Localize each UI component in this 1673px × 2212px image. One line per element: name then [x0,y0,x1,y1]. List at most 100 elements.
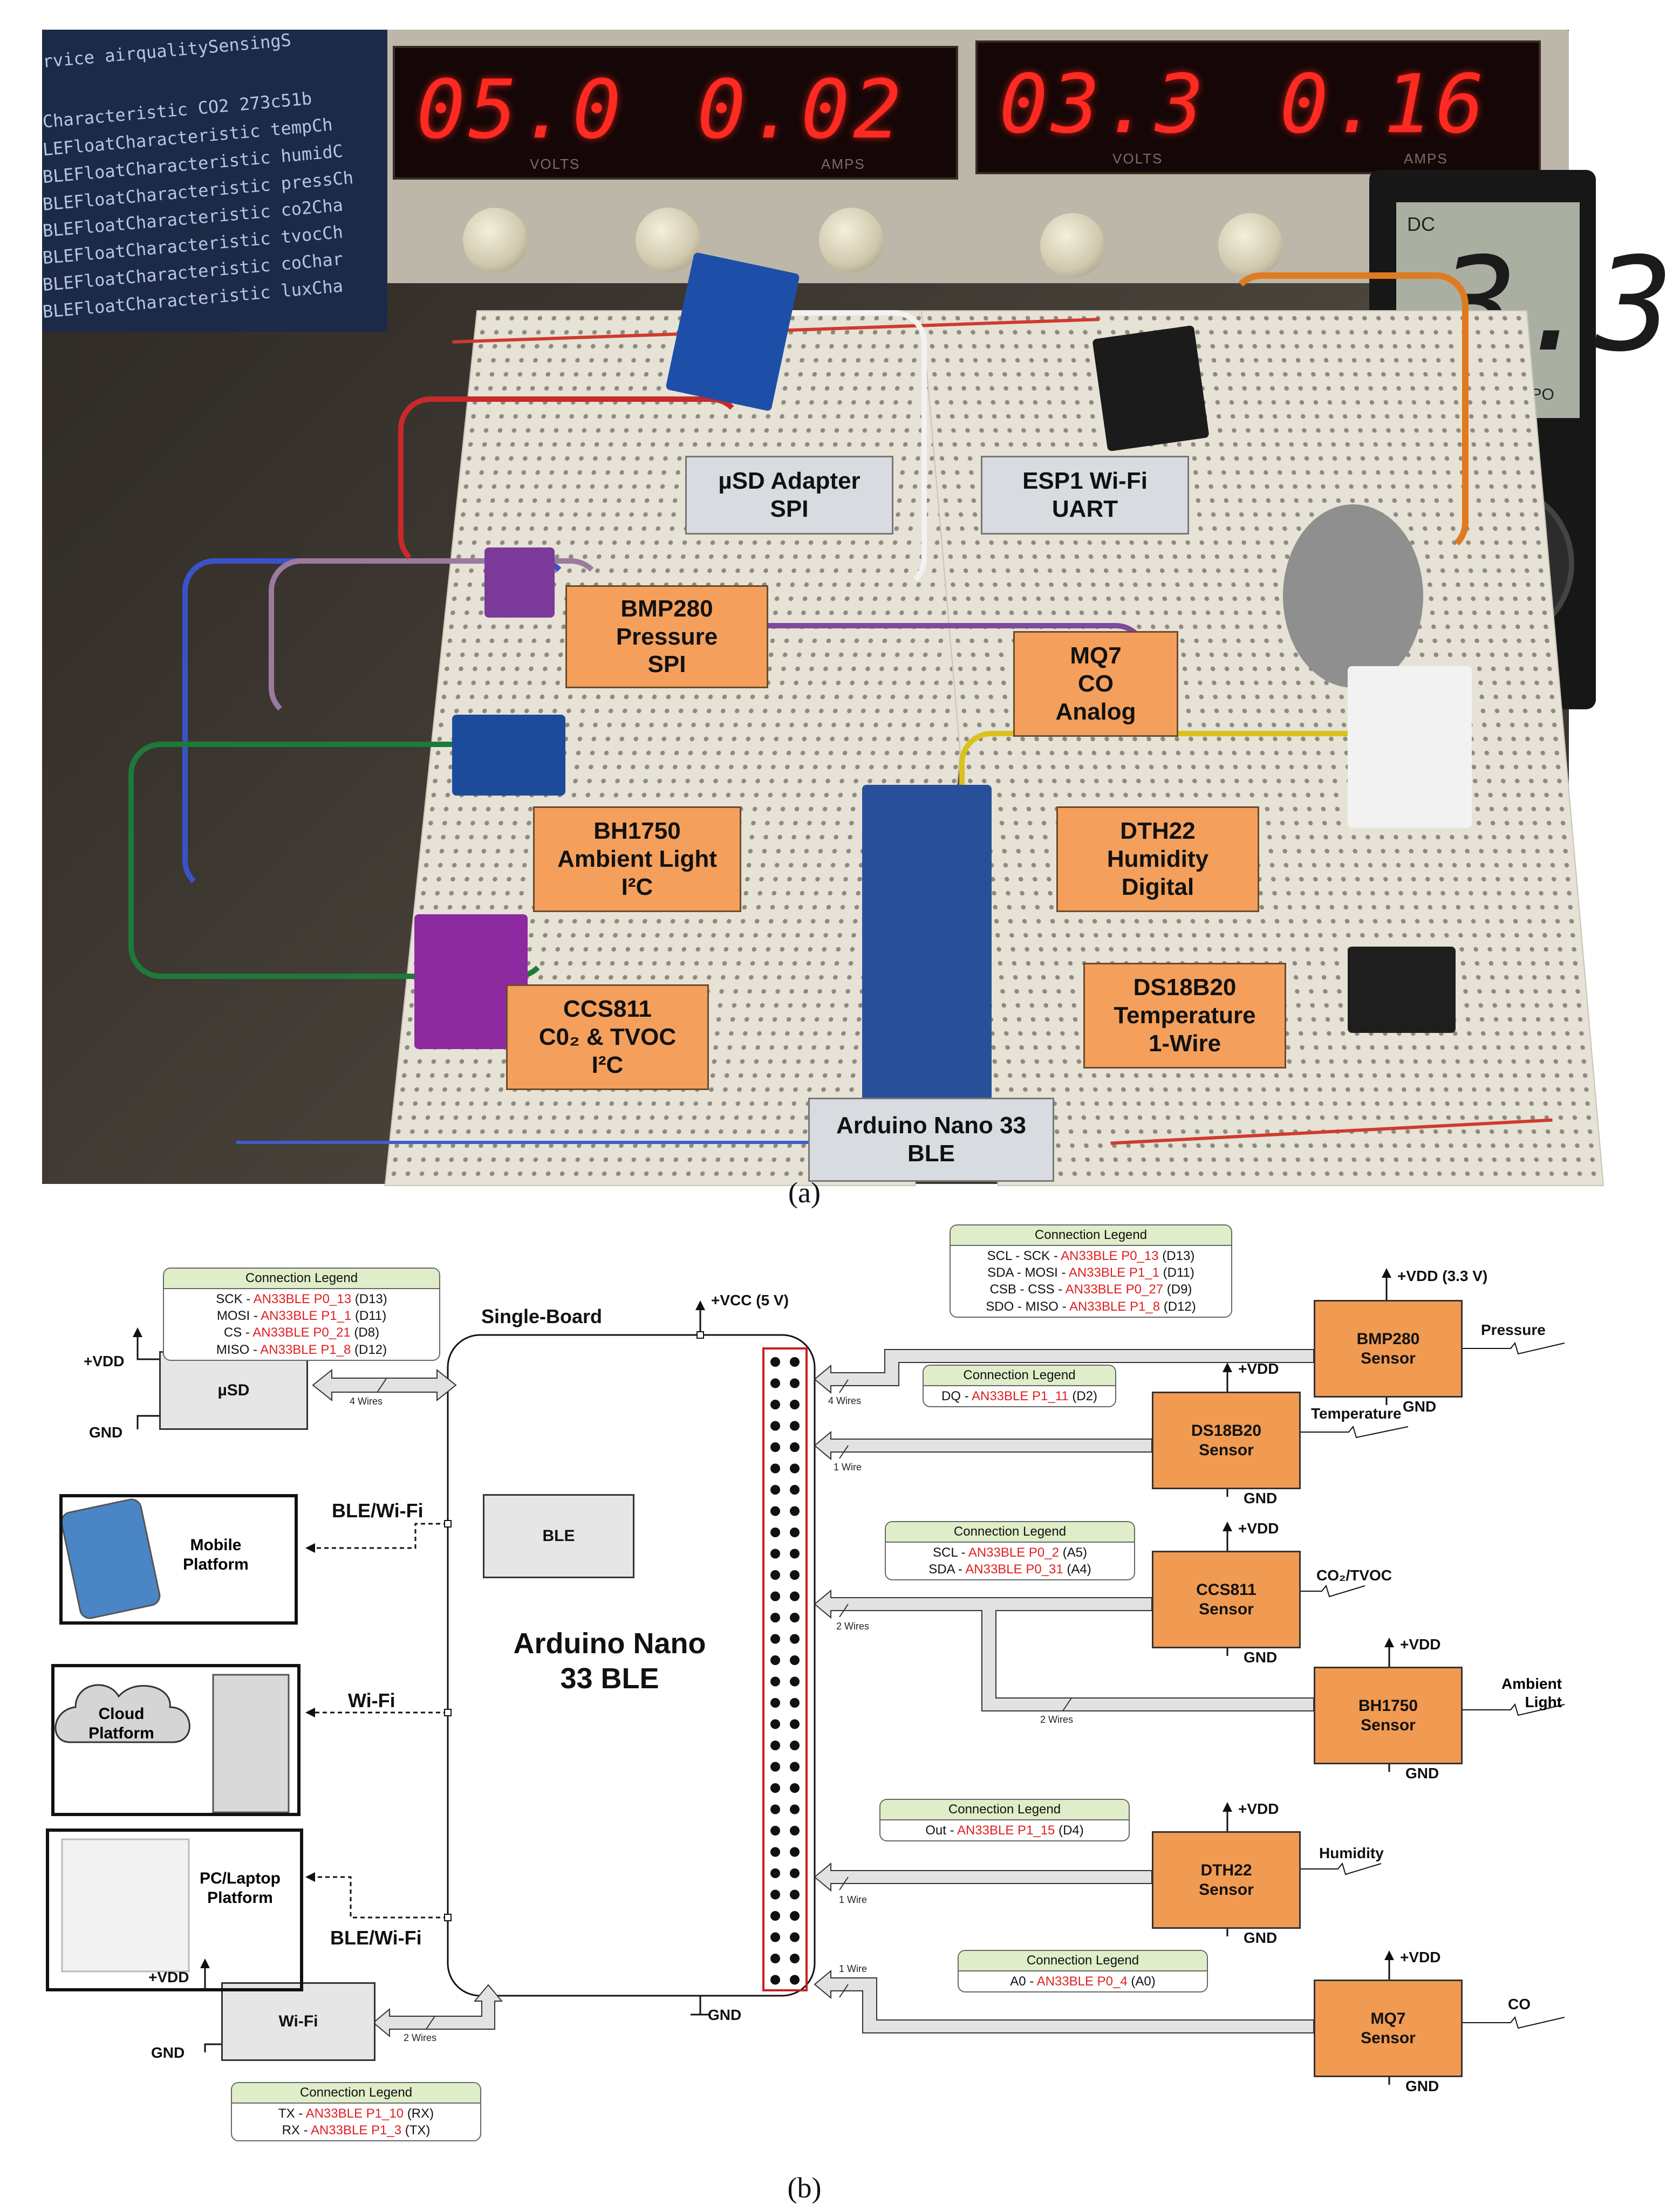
pc-platform[interactable] [46,1829,303,1991]
wire-label: 1 Wire [839,1894,868,1905]
header-pin [790,1932,800,1942]
legend-title: Connection Legend [951,1225,1231,1246]
code-line: rvice airqualitySensingS [42,29,292,72]
dht22-sensor-box: DTH22 Sensor [1152,1831,1301,1929]
dht22-measure: Humidity [1319,1845,1384,1861]
header-pin [790,1357,800,1367]
header-pin [770,1357,780,1367]
bmp280-sensor-box: BMP280 Sensor [1314,1300,1463,1398]
psu-knob [819,208,884,272]
header-pin [790,1847,800,1857]
header-pin [770,1676,780,1687]
legend-i2c: Connection Legend SCL - AN33BLE P0_2 (A5… [885,1521,1135,1581]
mobile-platform[interactable] [59,1494,298,1625]
header-pin [770,1613,780,1622]
legend-body: SCL - AN33BLE P0_2 (A5)SDA - AN33BLE P0_… [886,1543,1134,1579]
wire-label: 1 Wire [834,1462,862,1473]
header-pin [770,1421,780,1431]
wire-label: 2 Wires [1040,1714,1074,1725]
dht22-gnd: GND [1244,1929,1278,1946]
header-pin [770,1400,780,1409]
legend-ds18b20: Connection Legend DQ - AN33BLE P1_11 (D2… [923,1365,1116,1408]
header-pin [770,1698,780,1708]
header-pin [790,1442,800,1452]
ds18b20-module [1348,947,1456,1033]
psu-knob [636,208,700,272]
usd-module-box: µSD [159,1351,308,1430]
bh1750-module [452,715,565,796]
legend-bmp280: Connection Legend SCL - SCK - AN33BLE P0… [950,1224,1232,1318]
legend-row: SCL - AN33BLE P0_2 (A5) [933,1545,1087,1560]
header-pin [790,1421,800,1431]
psu-volts-readout-1: 05.0 [416,63,625,157]
block-diagram: Single-Board +VCC (5 V) GND Arduino Nano… [0,1214,1609,2158]
mq7-gnd: GND [1405,2078,1439,2094]
header-pin [790,1463,800,1474]
cloud-platform[interactable] [51,1664,301,1816]
legend-title: Connection Legend [924,1366,1115,1386]
label-esp1-wifi: ESP1 Wi-Fi UART [981,456,1189,535]
psu-display-1: 05.0 VOLTS 0.02 AMPS [393,46,958,180]
legend-title: Connection Legend [886,1522,1134,1543]
header-pin [770,1783,780,1793]
header-pin [770,1549,780,1559]
header-pin [770,1954,780,1963]
header-pin [790,1783,800,1793]
link-label-ble-wifi-top: BLE/Wi-Fi [332,1499,424,1522]
link-label-wifi: Wi-Fi [348,1689,395,1711]
header-pin [790,1698,800,1708]
link-mobile [305,1523,448,1553]
header-pin [790,1549,800,1559]
hardware-photo: 05.0 VOLTS 0.02 AMPS 03.3 VOLTS 0.16 AMP… [42,29,1673,1186]
header-pin [770,1719,780,1729]
header-pin [790,1741,800,1750]
psu-display-2: 03.3 VOLTS 0.16 AMPS [975,40,1541,174]
legend-row: MISO - AN33BLE P1_8 (D12) [216,1342,387,1357]
diagram-lines [54,1268,1565,2085]
board-title: Arduino Nano 33 BLE [513,1627,706,1695]
header-pin-dots [770,1357,800,1985]
header-pin [790,1528,800,1537]
phone-illustration [60,1498,161,1619]
label-bh1750: BH1750 Ambient Light I²C [533,806,741,912]
psu-knob [463,208,528,272]
ccs811-vdd: +VDD [1238,1520,1279,1537]
header-pin [770,1485,780,1495]
ds-bus [814,1430,1152,1461]
pc-platform-label: PC/Laptop Platform [200,1869,281,1907]
usd-bus [312,1368,457,1402]
legend-title: Connection Legend [232,2083,480,2104]
header-pin [770,1442,780,1452]
legend-row: DQ - AN33BLE P1_11 (D2) [941,1389,1098,1403]
legend-row: SCL - SCK - AN33BLE P0_13 (D13) [987,1249,1195,1263]
header-pin [790,1655,800,1665]
psu-amps-readout-2: 0.16 [1280,58,1488,152]
header-pin [790,1506,800,1516]
header-pin [770,1741,780,1750]
header-pin [790,1613,800,1622]
server-illustration [212,1674,290,1813]
psu-volts-unit-2: VOLTS [1112,150,1163,167]
legend-title: Connection Legend [880,1800,1129,1820]
label-arduino-nano: Arduino Nano 33 BLE [808,1098,1054,1182]
label-ds18b20: DS18B20 Temperature 1-Wire [1083,963,1286,1069]
header-pin [770,1932,780,1942]
link-label-ble-wifi-bottom: BLE/Wi-Fi [330,1927,422,1949]
bh1750-gnd: GND [1405,1765,1439,1782]
jumper-wire [398,396,743,569]
wire-label: 4 Wires [828,1395,862,1406]
i2c-bus [814,1589,1314,1711]
legend-body: Out - AN33BLE P1_15 (D4) [880,1820,1129,1840]
header-pin [790,1826,800,1836]
legend-body: TX - AN33BLE P1_10 (RX)RX - AN33BLE P1_3… [232,2104,480,2140]
legend-row: TX - AN33BLE P1_10 (RX) [278,2106,434,2121]
mq7-sensor [1283,504,1423,688]
caption-b: (b) [787,2172,822,2204]
bmp-bus [814,1349,1314,1394]
header-pin [790,1954,800,1963]
label-dht22: DTH22 Humidity Digital [1056,806,1259,912]
wire-label: 4 Wires [350,1396,383,1407]
legend-row: A0 - AN33BLE P0_4 (A0) [1010,1974,1156,1989]
psu-volts-unit-1: VOLTS [530,156,581,172]
bmp280-measure: Pressure [1481,1321,1546,1338]
